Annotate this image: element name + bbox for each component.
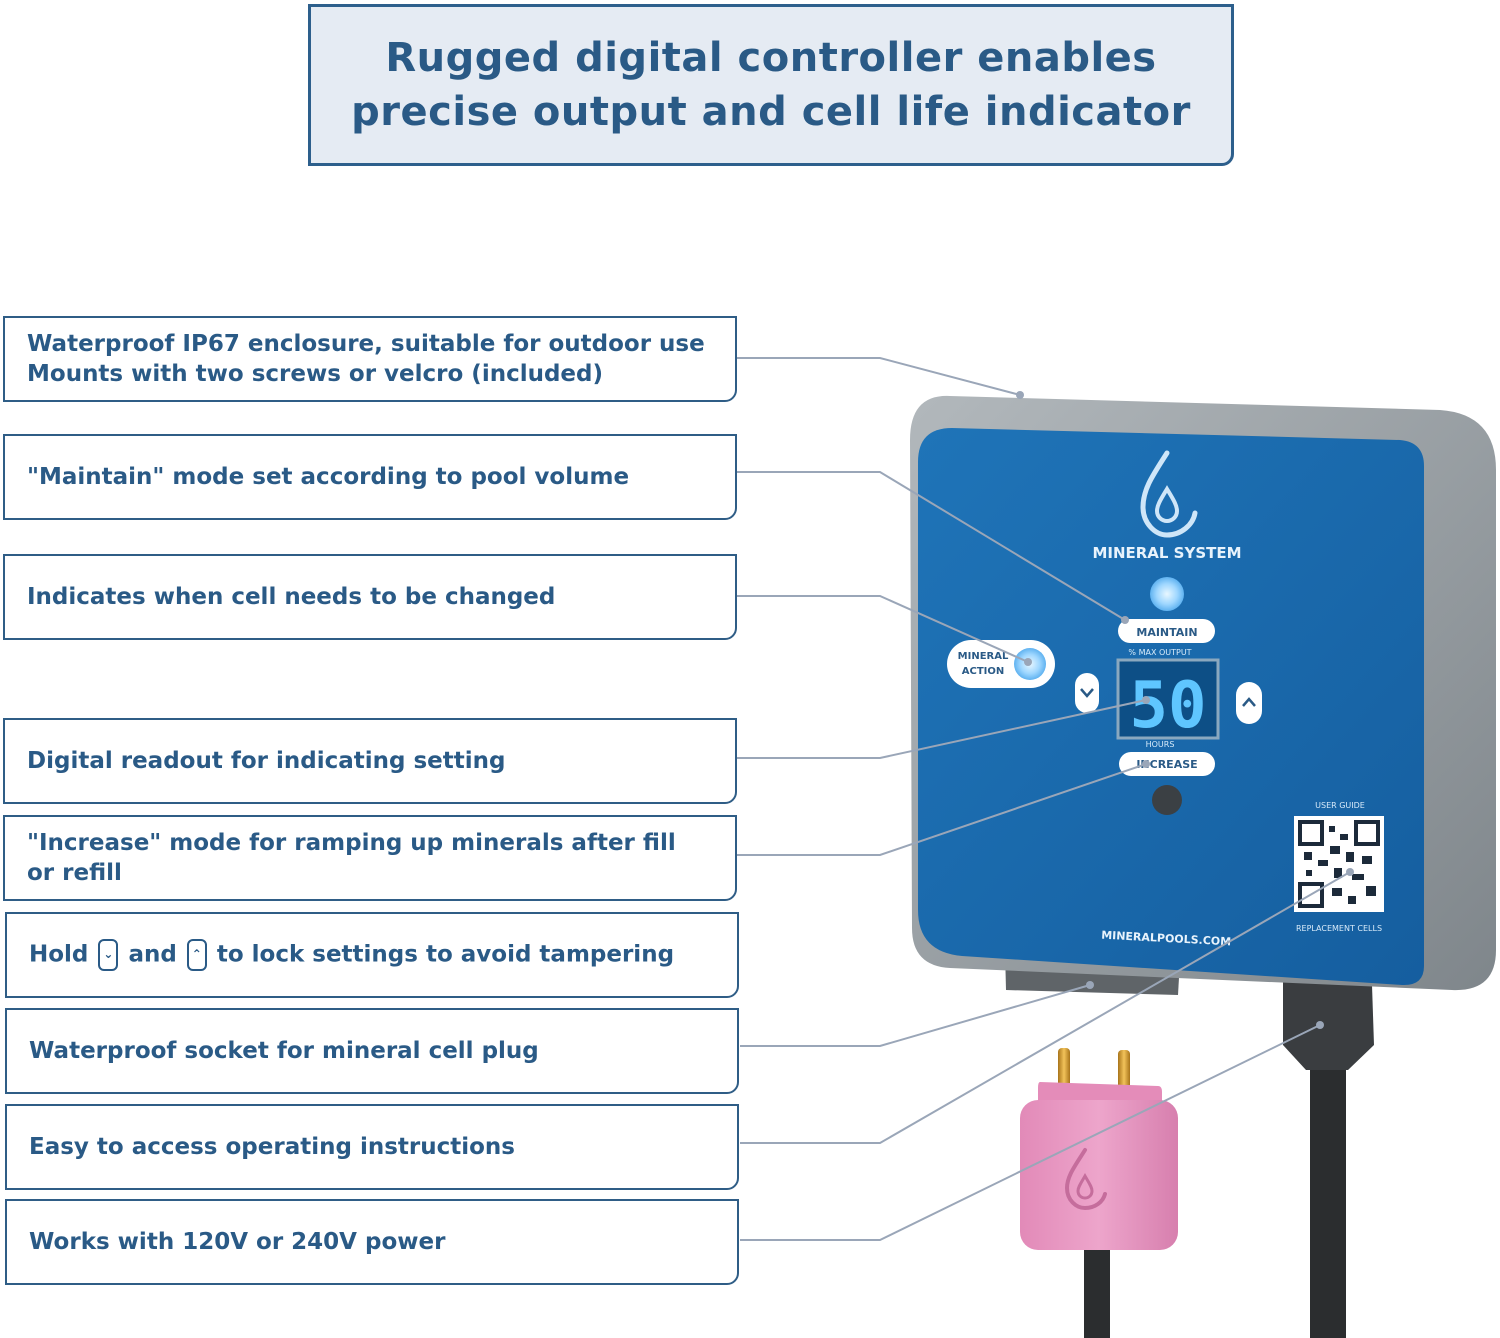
- maintain-label: MAINTAIN: [1136, 626, 1197, 639]
- callout-lock: Hold ⌄ and ⌃ to lock settings to avoid t…: [5, 912, 739, 998]
- leader-line-power: [740, 1024, 1321, 1241]
- increase-led: [1152, 785, 1182, 815]
- leader-line-maintain: [737, 471, 1126, 621]
- callout-increase: "Increase" mode for ramping up minerals …: [3, 815, 737, 901]
- display-value: 50: [1129, 669, 1206, 743]
- maintain-button[interactable]: [1118, 619, 1215, 643]
- up-button[interactable]: [1236, 682, 1262, 724]
- cable-gland: [1283, 980, 1374, 1070]
- callout-enclosure-line-2: Mounts with two screws or velcro (includ…: [27, 361, 604, 387]
- leader-line-instructions: [740, 871, 1351, 1144]
- callout-socket: Waterproof socket for mineral cell plug: [5, 1008, 739, 1094]
- callout-lock-part-3: to lock settings to avoid tampering: [216, 941, 675, 968]
- digital-display: [1116, 658, 1220, 740]
- down-button[interactable]: [1075, 673, 1099, 713]
- callout-maintain-text: "Maintain" mode set according to pool vo…: [27, 464, 630, 490]
- title-line-1: Rugged digital controller enables: [385, 35, 1157, 81]
- mineral-cell-plug: [1020, 1048, 1178, 1338]
- callout-socket-text: Waterproof socket for mineral cell plug: [29, 1038, 539, 1064]
- leader-line-readout: [737, 699, 1147, 759]
- leader-line-socket: [740, 984, 1091, 1047]
- user-guide-label: USER GUIDE: [1315, 801, 1365, 810]
- leader-lines: [737, 357, 1351, 1241]
- callout-power: Works with 120V or 240V power: [5, 1199, 739, 1285]
- plug-droplet-icon: [1064, 1148, 1107, 1211]
- chevron-down-icon: [1080, 688, 1094, 698]
- hours-label: HOURS: [1146, 740, 1175, 749]
- callout-maintain: "Maintain" mode set according to pool vo…: [3, 434, 737, 520]
- callout-lock-part-2: and: [128, 941, 177, 968]
- replacement-cells-label: REPLACEMENT CELLS: [1296, 924, 1382, 933]
- power-cable: [1310, 1040, 1346, 1338]
- max-output-label: % MAX OUTPUT: [1128, 648, 1191, 657]
- callout-instructions: Easy to access operating instructions: [5, 1104, 739, 1190]
- title-line-2: precise output and cell life indicator: [351, 89, 1191, 135]
- leader-line-mineral-action: [737, 595, 1029, 663]
- brand-name: MINERAL SYSTEM: [1092, 544, 1241, 562]
- qr-code[interactable]: [1294, 816, 1384, 912]
- chevron-up-icon: ⌃: [186, 939, 207, 971]
- callout-increase-line-2: or refill: [27, 860, 122, 886]
- callout-cell-indicator-text: Indicates when cell needs to be changed: [27, 584, 556, 610]
- increase-button[interactable]: [1119, 752, 1215, 776]
- callout-cell-indicator: Indicates when cell needs to be changed: [3, 554, 737, 640]
- maintain-led: [1150, 577, 1184, 611]
- leader-dots: [1016, 391, 1354, 1029]
- chevron-up-icon: [1242, 697, 1256, 707]
- chevron-down-icon: ⌄: [98, 939, 119, 971]
- callout-lock-part-1: Hold: [29, 941, 89, 968]
- callout-enclosure: Waterproof IP67 enclosure, suitable for …: [3, 316, 737, 402]
- increase-label: INCREASE: [1136, 758, 1197, 771]
- callout-enclosure-line-1: Waterproof IP67 enclosure, suitable for …: [27, 331, 705, 357]
- leader-line-enclosure: [737, 357, 1021, 396]
- mineral-action-label-1: MINERAL: [958, 651, 1009, 662]
- title-box: Rugged digital controller enables precis…: [308, 4, 1234, 166]
- callout-increase-line-1: "Increase" mode for ramping up minerals …: [27, 830, 676, 856]
- callout-readout-text: Digital readout for indicating setting: [27, 748, 506, 774]
- callout-power-text: Works with 120V or 240V power: [29, 1229, 446, 1255]
- callout-readout: Digital readout for indicating setting: [3, 718, 737, 804]
- mineral-action-label-2: ACTION: [962, 666, 1005, 677]
- leader-line-increase: [737, 763, 1147, 856]
- callout-instructions-text: Easy to access operating instructions: [29, 1134, 515, 1160]
- droplet-logo-icon: [1140, 450, 1198, 538]
- page-title: Rugged digital controller enables precis…: [351, 31, 1191, 139]
